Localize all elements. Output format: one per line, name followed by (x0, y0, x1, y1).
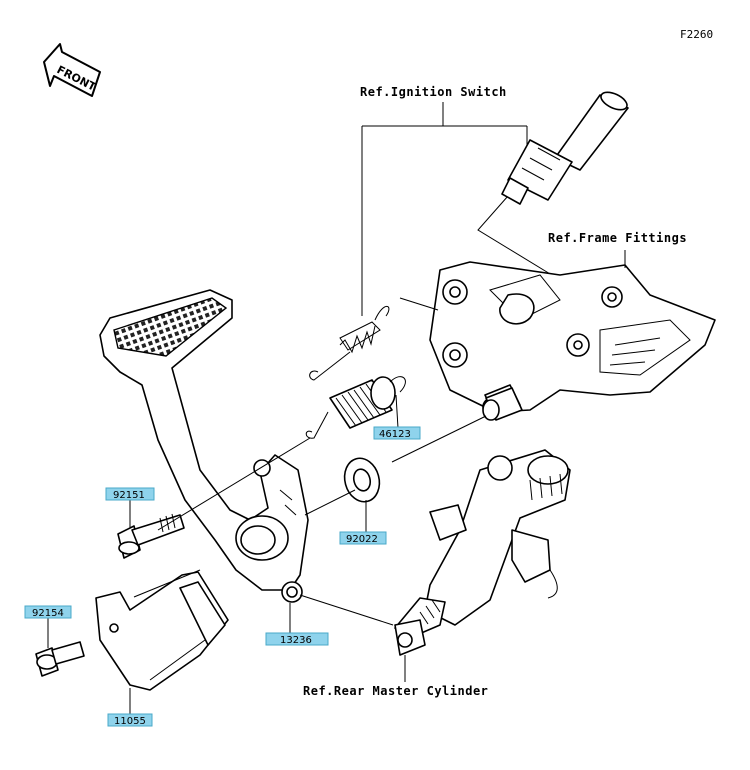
part-number-text: 92151 (113, 490, 145, 501)
leader-lines (47, 297, 487, 714)
part-number-text: 13236 (280, 635, 312, 646)
part-label-92151[interactable]: 92151 (105, 487, 155, 501)
bolt-92154 (35, 641, 85, 677)
front-arrow-icon: FRONT (43, 43, 101, 97)
part-label-13236[interactable]: 13236 (265, 632, 329, 646)
rear-master-cylinder (394, 449, 571, 656)
ref-frame-fittings: Ref.Frame Fittings (548, 231, 687, 245)
part-label-11055[interactable]: 11055 (107, 713, 153, 727)
part-label-92154[interactable]: 92154 (24, 605, 72, 619)
part-number-text: 46123 (379, 429, 411, 440)
ref-rear-master-cylinder: Ref.Rear Master Cylinder (303, 684, 488, 698)
washer-92022 (343, 457, 381, 503)
pedal-bracket (429, 250, 716, 417)
part-label-46123[interactable]: 46123 (373, 426, 421, 440)
return-spring (309, 305, 390, 381)
pivot-bushing (482, 387, 523, 421)
part-label-92022[interactable]: 92022 (339, 531, 387, 545)
coil-spring-46123 (305, 376, 406, 439)
plate-11055 (95, 571, 229, 691)
ref-ignition-switch: Ref.Ignition Switch (360, 85, 507, 99)
part-number-text: 11055 (114, 716, 146, 727)
ignition-switch-bracket (361, 102, 561, 316)
part-number-text: 92154 (32, 608, 64, 619)
figure-code: F2260 (680, 28, 713, 41)
brake-light-switch (501, 91, 629, 205)
brake-pedal (99, 289, 309, 603)
part-number-text: 92022 (346, 534, 378, 545)
